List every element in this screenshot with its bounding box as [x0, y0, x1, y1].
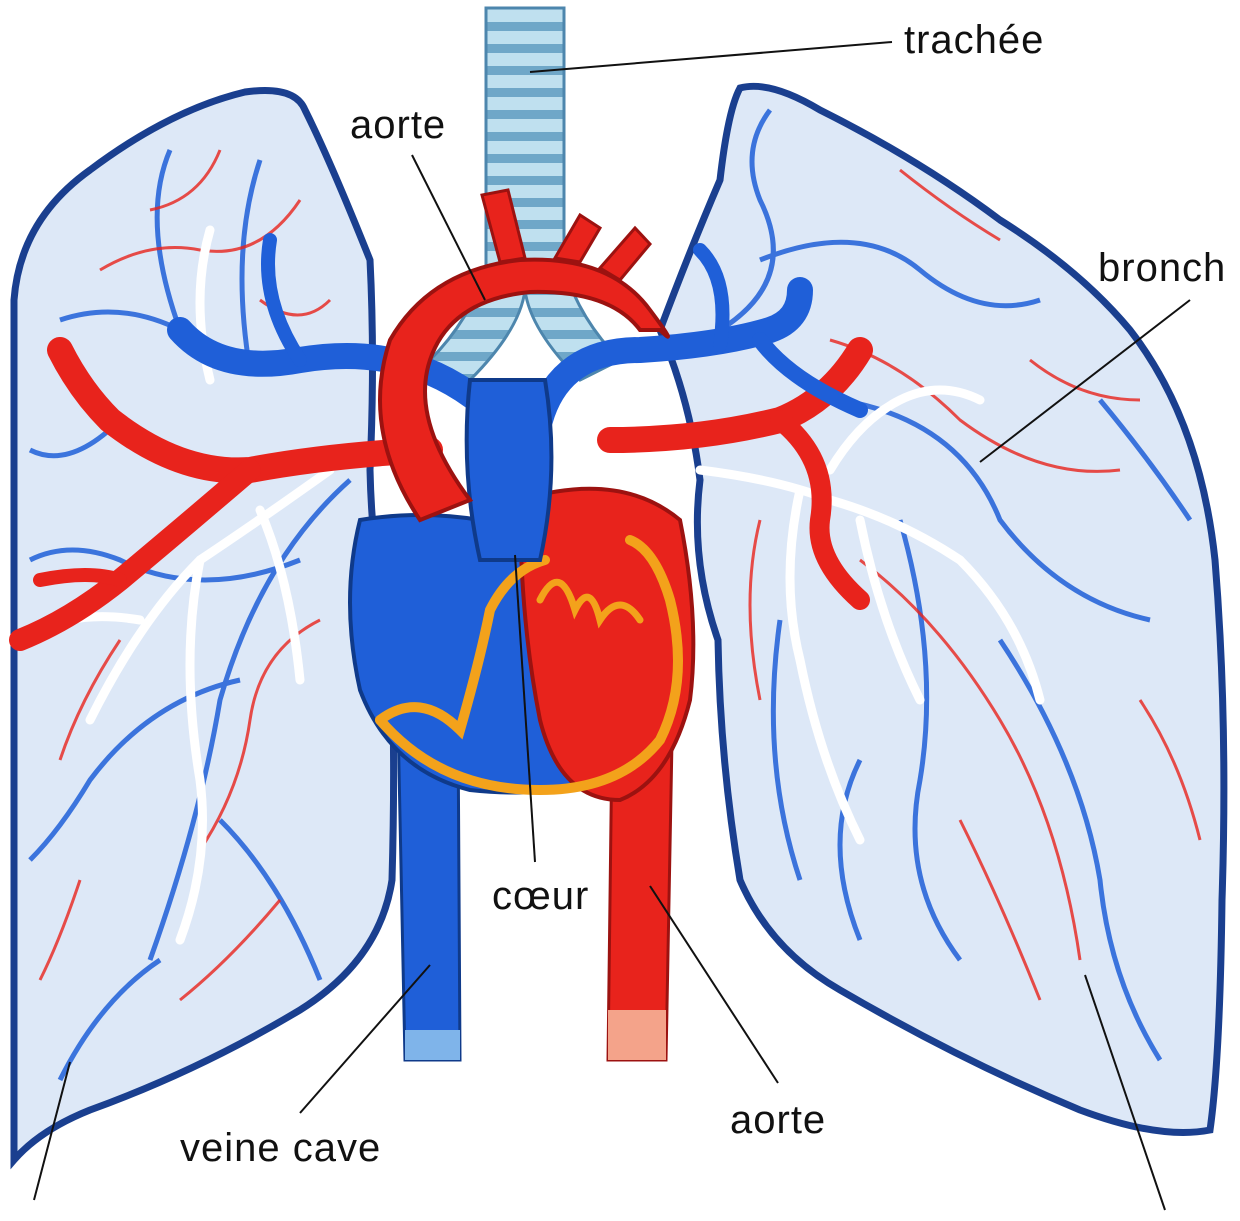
bronchi-label: bronch — [1098, 248, 1226, 288]
aorta-top-label: aorte — [350, 105, 446, 145]
trachea — [430, 8, 620, 380]
heart-label: cœur — [492, 876, 589, 916]
aorta-top-leader — [412, 155, 485, 300]
trachea-label: trachée — [904, 20, 1044, 60]
trachea-leader — [530, 42, 892, 72]
aorta-bottom-label: aorte — [730, 1100, 826, 1140]
vena-cava-label: veine cave — [180, 1128, 381, 1168]
right-lung — [660, 86, 1224, 1132]
